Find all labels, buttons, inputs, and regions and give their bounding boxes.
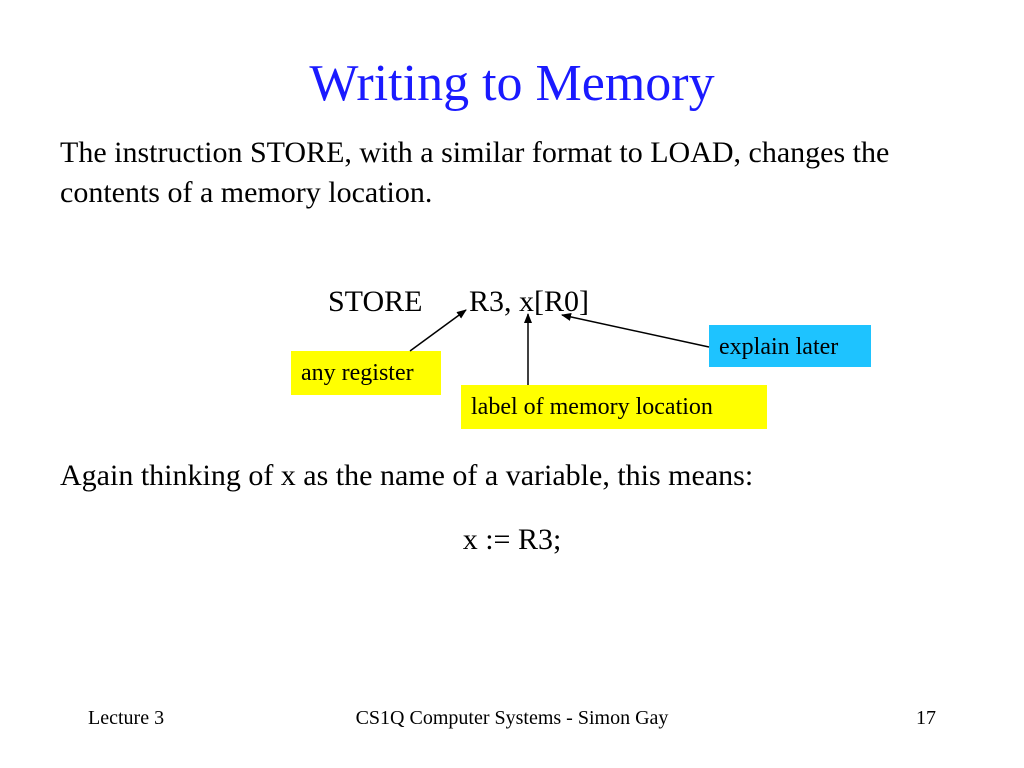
instruction-operands: R3, x[R0] <box>469 285 589 318</box>
assignment-code: x := R3; <box>462 523 562 556</box>
callout-label-memory-location: label of memory location <box>461 385 767 429</box>
callout-any-register: any register <box>291 351 441 395</box>
slide-title: Writing to Memory <box>309 55 715 112</box>
instruction-opcode: STORE <box>328 285 423 318</box>
footer-page-number: 17 <box>916 707 936 729</box>
intro-paragraph: The instruction STORE, with a similar fo… <box>60 136 890 209</box>
meaning-paragraph: Again thinking of x as the name of a var… <box>60 459 754 492</box>
footer-lecture: Lecture 3 <box>88 707 165 729</box>
footer-course: CS1Q Computer Systems - Simon Gay <box>355 707 669 729</box>
callout-explain-later: explain later <box>709 325 871 367</box>
